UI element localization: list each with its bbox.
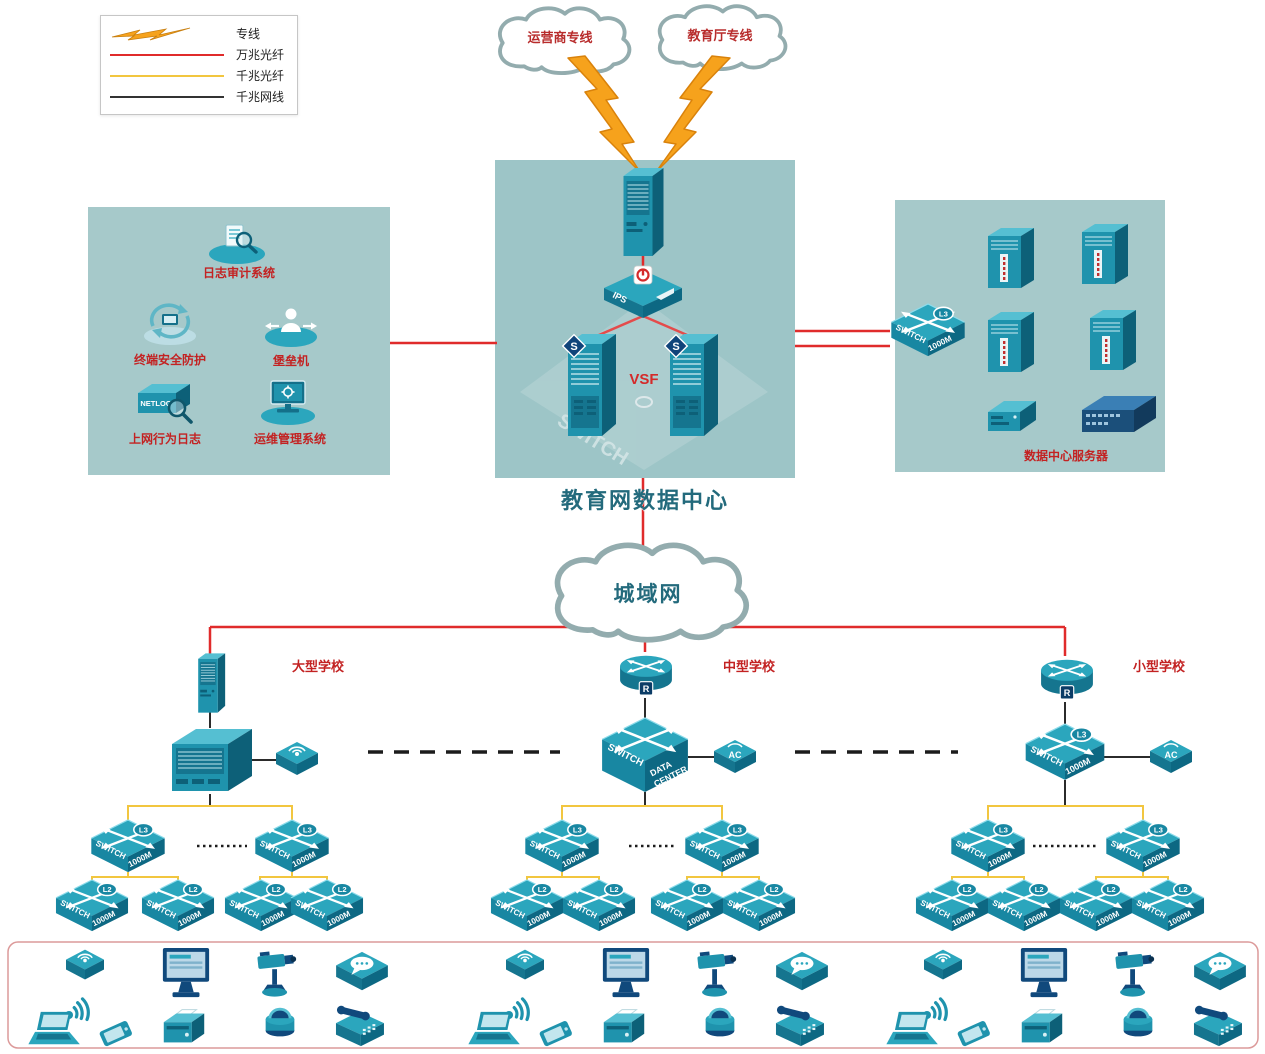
core-server-left [561, 333, 617, 437]
lightning-icon [111, 27, 191, 40]
legend-label-dedicated: 专线 [236, 27, 261, 41]
small-school-ac [1149, 739, 1193, 774]
legend: 专线 万兆光纤 千兆光纤 千兆网线 [100, 15, 298, 115]
legend-row-1g-cable: 千兆网线 [110, 87, 288, 107]
legend-label-1g-fiber: 千兆光纤 [236, 69, 285, 83]
links-1g-cable [209, 698, 1150, 806]
l3-switch [90, 818, 166, 874]
server-cabinet [1081, 223, 1129, 285]
core-server-right [663, 333, 719, 437]
vsf-ring [635, 396, 653, 408]
l2-switch [721, 878, 797, 933]
medium-school-router [619, 654, 673, 697]
l2-switch [914, 878, 990, 933]
medium-school-core-switch [600, 716, 691, 794]
server-cabinet [987, 227, 1035, 289]
small-school-core-switch [1024, 722, 1106, 782]
l2-switch [649, 878, 725, 933]
large-school-ap [275, 741, 319, 776]
red-line-icon [110, 53, 224, 56]
l2-switch [986, 878, 1062, 933]
l3-switch [524, 818, 600, 874]
server-cabinet [1089, 309, 1137, 371]
small-school-router [1040, 658, 1094, 701]
l3-switch [950, 818, 1026, 874]
legend-row-10g: 万兆光纤 [110, 45, 288, 65]
l3-switch [1105, 818, 1181, 874]
medium-school-ac [713, 739, 757, 774]
l2-switch [140, 878, 216, 933]
l2-switch [489, 878, 565, 933]
large-school-core-switch [171, 728, 253, 792]
large-school-server [197, 652, 226, 714]
legend-row-dedicated: 专线 [110, 24, 288, 44]
l2-switch [223, 878, 299, 933]
yellow-line-icon [110, 74, 224, 77]
legend-label-10g: 万兆光纤 [236, 48, 285, 62]
l2-switch [54, 878, 130, 933]
firewall-device [622, 167, 665, 257]
legend-label-1g-cable: 千兆网线 [236, 90, 285, 104]
vsf-label: VSF [629, 371, 658, 388]
man-cloud [558, 545, 747, 639]
legend-row-1g-fiber: 千兆光纤 [110, 66, 288, 86]
l2-switch [289, 878, 365, 933]
l2-switch [1130, 878, 1206, 933]
lightning-link-isp [567, 55, 641, 173]
black-line-icon [110, 95, 224, 98]
l2-switch [561, 878, 637, 933]
l3-switch [254, 818, 330, 874]
continuation-dashes [197, 750, 1098, 848]
isp-cloud [497, 6, 632, 76]
l3-switch [684, 818, 760, 874]
links-1g-fiber [91, 805, 1169, 881]
l2-switch [1058, 878, 1134, 933]
server-cabinet [987, 311, 1035, 373]
lightning-link-edu [655, 55, 731, 173]
